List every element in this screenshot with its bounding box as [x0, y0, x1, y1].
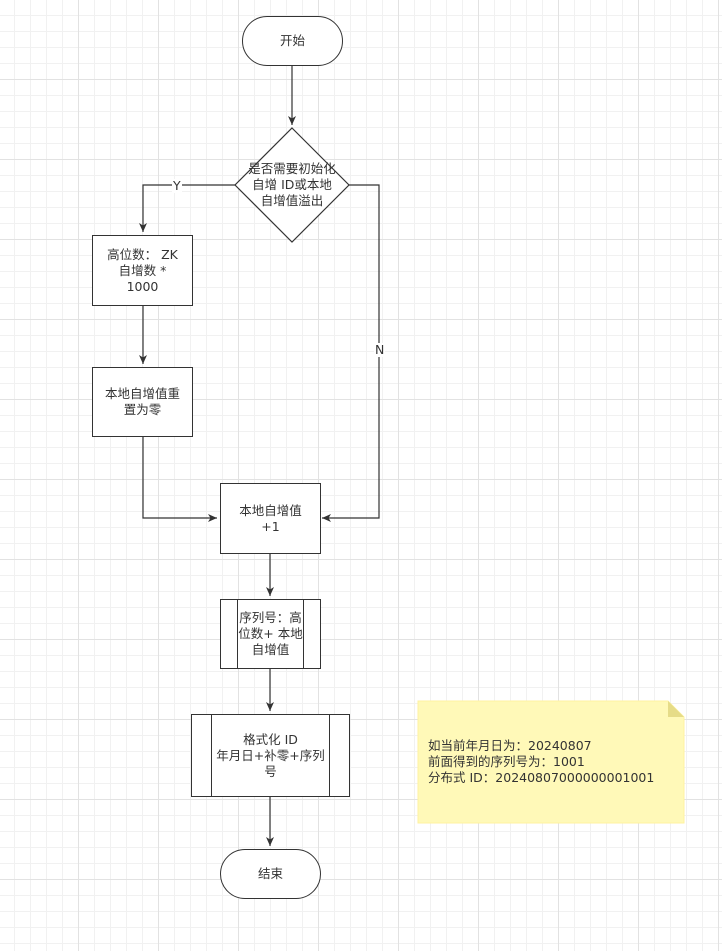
- note-line-id: 分布式 ID：20240807000000001001: [428, 770, 655, 785]
- start-label: 开始: [279, 33, 305, 48]
- sequence-node: 序列号：高 位数+ 本地 自增值: [220, 599, 321, 669]
- high-digits-node: 高位数： ZK 自增数 * 1000: [92, 235, 193, 306]
- end-node: 结束: [220, 849, 321, 899]
- note-box: 如当前年月日为：20240807 前面得到的序列号为：1001 分布式 ID：2…: [418, 701, 684, 823]
- note-line-sequence: 前面得到的序列号为：1001: [428, 754, 585, 769]
- note-shape: [417, 700, 685, 824]
- format-id-node: 格式化 ID 年月日+补零+序列 号: [191, 714, 350, 797]
- reset-local-label: 本地自增值重 置为零: [104, 386, 180, 417]
- edge-label-no: N: [374, 342, 386, 357]
- high-digits-label: 高位数： ZK 自增数 * 1000: [107, 246, 178, 294]
- start-node: 开始: [242, 16, 343, 66]
- edge-reset-to-increment: [142, 437, 217, 522]
- end-label: 结束: [257, 866, 283, 881]
- decision-label: 是否需要初始化 自增 ID或本地 自增值溢出: [248, 161, 336, 208]
- decision-diamond: [234, 127, 350, 243]
- note-line-date: 如当前年月日为：20240807: [428, 738, 592, 753]
- increment-label: 本地自增值 +1: [239, 502, 302, 534]
- edge-decision-no: [322, 184, 380, 522]
- reset-local-node: 本地自增值重 置为零: [92, 367, 193, 437]
- sequence-label: 序列号：高 位数+ 本地 自增值: [238, 610, 303, 657]
- increment-node: 本地自增值 +1: [220, 483, 321, 554]
- edge-decision-yes: [139, 184, 236, 232]
- decision-label-box: 是否需要初始化 自增 ID或本地 自增值溢出: [236, 155, 348, 215]
- format-id-label: 格式化 ID 年月日+补零+序列 号: [216, 731, 325, 779]
- edge-label-yes: Y: [172, 178, 182, 193]
- note-fold: [668, 701, 684, 717]
